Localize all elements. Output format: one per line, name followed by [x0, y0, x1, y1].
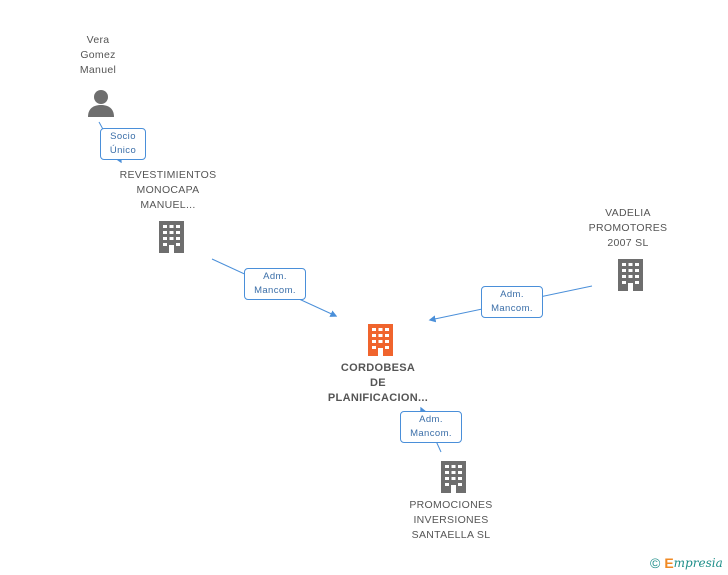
badge-line: Mancom. [491, 303, 533, 314]
node-label-line: PROMOCIONES [409, 499, 493, 511]
node-label-vadelia[interactable]: VADELIA PROMOTORES 2007 SL [578, 206, 678, 251]
building-icon[interactable] [156, 220, 187, 253]
node-label-line: INVERSIONES [413, 514, 489, 526]
node-label-line: REVESTIMIENTOS [119, 169, 217, 181]
brand-footer: © E mpresia [650, 554, 723, 572]
node-label-line: SANTAELLA SL [411, 529, 491, 541]
node-label-line: PROMOTORES [588, 222, 668, 234]
badge-line: Socio [110, 131, 136, 142]
edge-badge-adm-mancom-2[interactable]: Adm. Mancom. [481, 286, 543, 318]
node-label-line: 2007 SL [607, 237, 649, 249]
edge-badge-adm-mancom-3[interactable]: Adm. Mancom. [400, 411, 462, 443]
node-label-line: PLANIFICACION... [327, 392, 429, 404]
node-label-line: Manuel [79, 64, 117, 76]
badge-line: Mancom. [254, 285, 296, 296]
node-label-vera[interactable]: Vera Gomez Manuel [58, 33, 138, 78]
node-label-revestimientos[interactable]: REVESTIMIENTOS MONOCAPA MANUEL... [108, 168, 228, 213]
building-icon[interactable] [615, 258, 646, 291]
node-label-cordobesa[interactable]: CORDOBESA DE PLANIFICACION... [318, 361, 438, 406]
badge-line: Adm. [263, 271, 287, 282]
badge-line: Único [109, 145, 137, 156]
node-label-line: Vera [86, 34, 110, 46]
node-label-line: VADELIA [605, 207, 651, 219]
node-label-promociones[interactable]: PROMOCIONES INVERSIONES SANTAELLA SL [396, 498, 506, 543]
badge-line: Adm. [500, 289, 524, 300]
building-icon[interactable] [365, 323, 396, 356]
node-label-line: MANUEL... [140, 199, 196, 211]
node-label-line: Gomez [80, 49, 116, 61]
node-label-line: CORDOBESA [340, 362, 416, 374]
node-label-line: MONOCAPA [136, 184, 200, 196]
brand-logo-text: mpresia [673, 556, 723, 570]
badge-line: Mancom. [410, 428, 452, 439]
node-label-line: DE [370, 377, 386, 389]
person-icon[interactable] [86, 88, 116, 118]
badge-line: Adm. [419, 414, 443, 425]
edge-badge-socio-unico[interactable]: Socio Único [100, 128, 146, 160]
brand-logo-initial: E [664, 555, 674, 571]
building-icon[interactable] [438, 460, 469, 493]
copyright-icon: © [650, 555, 661, 571]
edge-badge-adm-mancom-1[interactable]: Adm. Mancom. [244, 268, 306, 300]
